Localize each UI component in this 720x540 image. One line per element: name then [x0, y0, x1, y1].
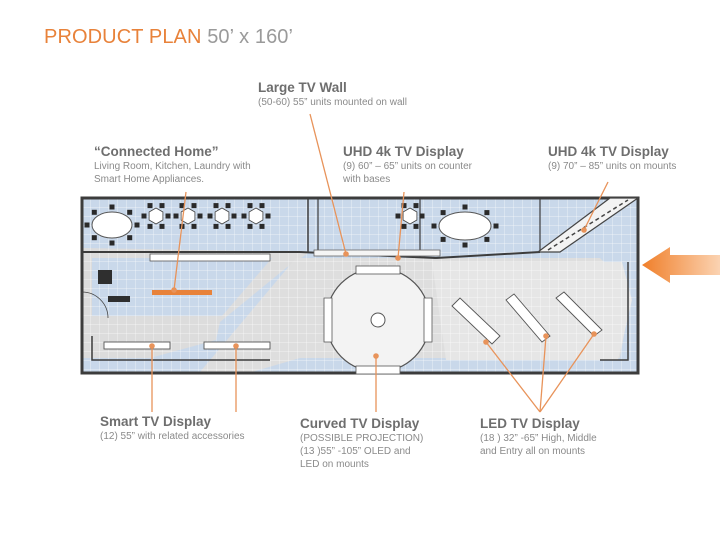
stool [462, 242, 468, 248]
callout-uhd-mounts: UHD 4k TV Display (9) 70” – 85” units on… [548, 144, 676, 173]
callout-heading: LED TV Display [480, 416, 580, 431]
callout-smart-tv: Smart TV Display (12) 55” with related a… [100, 414, 245, 443]
page-title: PRODUCT PLAN 50’ x 160’ [44, 26, 293, 49]
stool [247, 203, 253, 209]
callout-desc-line: (50-60) 55” units mounted on wall [258, 97, 407, 108]
stool [91, 235, 97, 241]
stool [484, 210, 490, 216]
stool [165, 213, 171, 219]
leader-dots [149, 227, 597, 359]
callout-heading: Smart TV Display [100, 414, 212, 429]
callout-desc-line: Living Room, Kitchen, Laundry with [94, 161, 251, 172]
callout-connected-home: “Connected Home” Living Room, Kitchen, L… [94, 144, 251, 186]
stool [241, 213, 247, 219]
callout-desc-line: and Entry all on mounts [480, 446, 586, 457]
stool [173, 213, 179, 219]
stool [225, 203, 231, 209]
stool [493, 223, 499, 229]
stool [395, 213, 401, 219]
stool [213, 203, 219, 209]
stool [231, 213, 237, 219]
callout-heading: Curved TV Display [300, 416, 420, 431]
callout-desc-line: Smart Home Appliances. [94, 174, 205, 185]
hex-table [148, 207, 164, 225]
callout-led-tv: LED TV Display (18 ) 32” -65” High, Midd… [480, 416, 597, 458]
stool [401, 223, 407, 229]
callout-uhd-counter: UHD 4k TV Display (9) 60” – 65” units on… [343, 144, 472, 186]
callout-large-tv-wall: Large TV Wall (50-60) 55” units mounted … [258, 80, 407, 109]
stool [127, 235, 133, 241]
callout-desc-line: (9) 70” – 85” units on mounts [548, 161, 677, 172]
hex-table [180, 207, 196, 225]
door-swing [81, 291, 109, 319]
callout-heading: Large TV Wall [258, 80, 347, 95]
title-main: PRODUCT PLAN [44, 26, 202, 48]
stool [159, 223, 165, 229]
callout-desc-line: (18 ) 32” -65” High, Middle [480, 433, 597, 444]
stool [440, 210, 446, 216]
connected-home-furniture [91, 211, 492, 302]
stool [91, 209, 97, 215]
stool [259, 223, 265, 229]
stool [207, 213, 213, 219]
stool [419, 213, 425, 219]
stool [259, 203, 265, 209]
stool [179, 203, 185, 209]
entrance-arrow-icon [642, 247, 720, 283]
stool [109, 204, 115, 210]
stool [159, 203, 165, 209]
callout-desc-line: (9) 60” – 65” units on counter [343, 161, 472, 172]
stool [147, 223, 153, 229]
hex-table [214, 207, 230, 225]
uhd-mount-diagonal [536, 197, 640, 253]
stool [265, 213, 271, 219]
callout-curved-tv: Curved TV Display (POSSIBLE PROJECTION) … [300, 416, 423, 471]
stool [401, 203, 407, 209]
hex-table [248, 207, 264, 225]
stool [134, 222, 140, 228]
callout-heading: “Connected Home” [94, 144, 219, 159]
stool [147, 203, 153, 209]
stool [141, 213, 147, 219]
led-tv-tables [451, 291, 603, 345]
stool [440, 236, 446, 242]
stool [247, 223, 253, 229]
stool [109, 240, 115, 246]
callout-heading: UHD 4k TV Display [343, 144, 464, 159]
stool [127, 209, 133, 215]
callout-desc-line: LED on mounts [300, 459, 369, 470]
stool-clusters [84, 203, 499, 248]
stool [191, 223, 197, 229]
stool [191, 203, 197, 209]
callout-desc-line: with bases [343, 174, 391, 185]
stool [225, 223, 231, 229]
stool [431, 223, 437, 229]
callout-desc-line: (POSSIBLE PROJECTION) [300, 433, 424, 444]
large-tv-wall-strip [313, 249, 441, 257]
stool [484, 236, 490, 242]
stool [84, 222, 90, 228]
stool [413, 223, 419, 229]
hex-table [402, 207, 418, 225]
callout-heading: UHD 4k TV Display [548, 144, 669, 159]
title-size: 50’ x 160’ [207, 26, 294, 48]
stool [197, 213, 203, 219]
callout-desc-line: (13 )55” -105” OLED and [300, 446, 411, 457]
callout-desc-line: (12) 55” with related accessories [100, 431, 245, 442]
curved-tv-round-display [323, 265, 433, 375]
leader-lines [151, 113, 609, 413]
stool [413, 203, 419, 209]
stool [462, 204, 468, 210]
stool [213, 223, 219, 229]
